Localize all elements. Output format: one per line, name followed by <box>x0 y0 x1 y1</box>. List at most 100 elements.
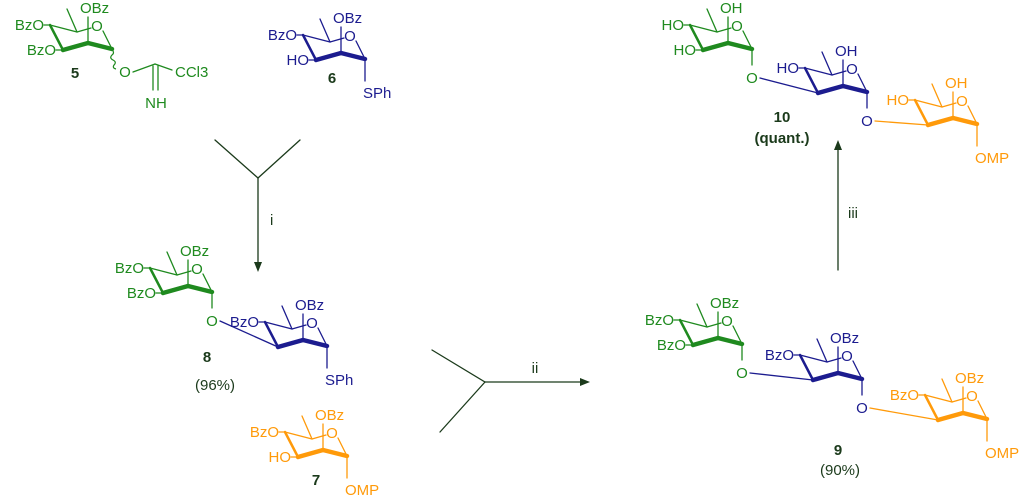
bond <box>840 83 870 95</box>
ring-oxygen: O <box>731 18 743 35</box>
bond <box>311 434 327 440</box>
bond <box>48 23 65 52</box>
bond <box>696 303 708 328</box>
anomeric-substituent: OMP <box>975 150 1009 167</box>
ring-oxygen: O <box>91 18 103 35</box>
bond <box>355 40 366 60</box>
bond <box>977 400 988 420</box>
bond <box>257 139 301 179</box>
bond <box>826 357 842 363</box>
bond <box>295 447 326 460</box>
anomeric-substituent: SPh <box>325 372 353 389</box>
bond <box>816 338 828 363</box>
bond <box>76 27 92 33</box>
bond <box>869 407 939 421</box>
bond <box>924 394 953 403</box>
bond <box>214 139 259 179</box>
bond <box>852 360 863 380</box>
c2-substituent: OBz <box>333 10 362 27</box>
anomeric-substituent: OMP <box>985 445 1019 462</box>
bond <box>176 270 192 276</box>
bond <box>338 50 368 62</box>
c2-substituent: OBz <box>180 243 209 260</box>
bond <box>716 27 732 33</box>
bond <box>831 70 847 76</box>
bond <box>300 337 330 349</box>
c2-substituent: OBz <box>710 295 739 312</box>
bond <box>925 115 956 128</box>
compound-label: 6 <box>328 70 336 87</box>
bond <box>679 319 708 328</box>
wavy-bond <box>110 48 117 70</box>
bond <box>689 24 718 33</box>
glycosidic-oxygen: O <box>736 365 748 382</box>
c3-substituent: BzO <box>127 285 156 302</box>
bond <box>967 105 978 125</box>
bond <box>935 410 966 423</box>
bond <box>715 335 745 347</box>
bond <box>60 40 91 53</box>
c4-substituent: HO <box>887 92 910 109</box>
c2-substituent: OBz <box>830 330 859 347</box>
bond <box>149 267 178 276</box>
bond <box>799 354 828 363</box>
bond <box>688 23 705 52</box>
bond <box>160 283 191 296</box>
ring-oxygen: O <box>306 315 318 332</box>
compound-label: 9 <box>834 442 842 459</box>
glycosidic-oxygen: O <box>861 113 873 130</box>
compound-label: 7 <box>312 472 320 489</box>
step-label-iii: iii <box>848 205 858 222</box>
bond <box>219 320 279 348</box>
bond <box>706 322 722 328</box>
bond <box>154 63 173 71</box>
c2-substituent: OBz <box>315 407 344 424</box>
arrow-head <box>254 262 262 272</box>
bond <box>49 24 78 33</box>
bond <box>166 251 178 276</box>
glycosidic-oxygen: O <box>856 400 868 417</box>
c2-substituent: OH <box>835 43 858 60</box>
bond <box>102 30 113 50</box>
bond <box>320 447 350 459</box>
imine-nh: NH <box>145 95 167 112</box>
compound-label: 8 <box>203 349 211 366</box>
c4-substituent: BzO <box>645 312 674 329</box>
yield-label: (96%) <box>195 377 235 394</box>
bond <box>690 335 721 348</box>
bond <box>317 327 328 347</box>
bond <box>319 18 331 43</box>
bond <box>284 431 313 440</box>
glycosidic-oxygen: O <box>746 70 758 87</box>
imidate-oxygen: O <box>119 64 131 81</box>
bond <box>803 66 820 95</box>
ring-oxygen: O <box>191 261 203 278</box>
bond <box>941 378 953 403</box>
bond <box>148 266 165 295</box>
bond <box>941 102 957 108</box>
c2-substituent: OBz <box>955 370 984 387</box>
bond <box>951 397 967 403</box>
bond <box>132 63 156 73</box>
bond <box>874 120 929 126</box>
compound-label: 5 <box>71 65 79 82</box>
bond <box>725 40 755 52</box>
c4-substituent: BzO <box>250 424 279 441</box>
bond <box>301 415 313 440</box>
bond <box>804 67 833 76</box>
c4-substituent: BzO <box>15 17 44 34</box>
bond <box>742 30 753 50</box>
bond <box>337 437 348 457</box>
arrow-head <box>834 140 842 150</box>
step-label-i: i <box>270 212 273 229</box>
compound-label: 10 <box>774 109 791 126</box>
ring-oxygen: O <box>326 425 338 442</box>
